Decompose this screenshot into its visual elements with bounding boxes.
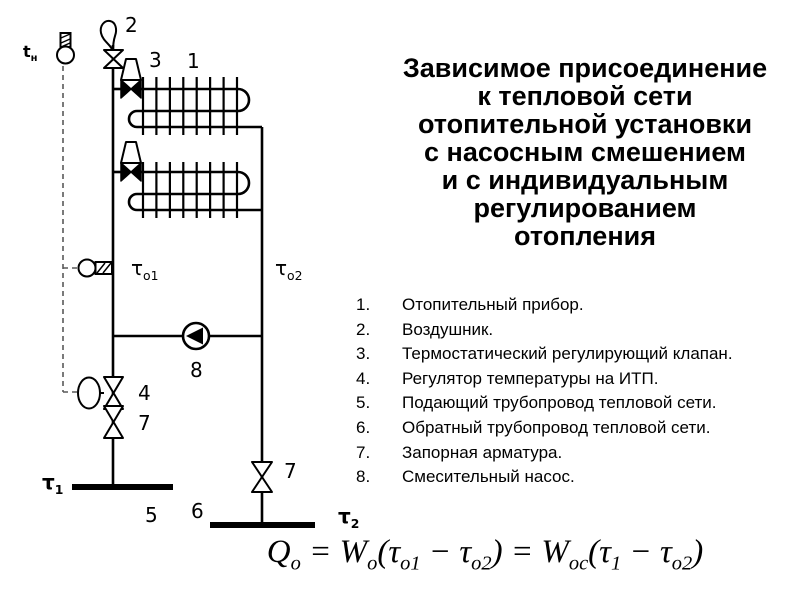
thermostatic-valve-1-icon — [120, 58, 142, 99]
pump-icon — [181, 321, 211, 351]
heating-scheme — [56, 19, 315, 528]
legend-item-text: Регулятор температуры на ИТП. — [402, 368, 659, 388]
legend-item: 3. Термостатический регулирующий клапан. — [356, 342, 800, 367]
legend-item-number: 6. — [356, 417, 371, 437]
legend-item-text: Обратный трубопровод тепловой сети. — [402, 417, 711, 437]
label-tau-o2: τo2 — [275, 256, 303, 283]
legend-item-text: Термостатический регулирующий клапан. — [402, 344, 733, 364]
label-7-supply: 7 — [138, 411, 151, 435]
temperature-regulator-valve-icon — [77, 376, 124, 410]
pipes — [111, 45, 264, 525]
control-impulse-line — [62, 66, 78, 393]
legend-item: 2. Воздушник. — [356, 318, 800, 343]
heat-balance-formula: Qo = Wo(τo1 − τo2) = Woc(τ1 − τo2) — [266, 534, 704, 575]
legend-list: 1. Отопительный прибор. 2. Воздушник. 3. Те… — [356, 293, 800, 490]
slide-title: Зависимое присоединение к тепловой сети … — [402, 53, 768, 251]
label-6: 6 — [191, 499, 204, 523]
label-t-outdoor: tн — [23, 42, 38, 65]
legend-item: 5. Подающий трубопровод тепловой сети. — [356, 391, 800, 416]
label-tau-1: τ1 — [42, 470, 64, 497]
label-5: 5 — [145, 503, 158, 527]
legend-item-text: Подающий трубопровод тепловой сети. — [402, 393, 717, 413]
legend-item-number: 4. — [356, 368, 371, 388]
shutoff-valve-return-icon — [251, 461, 273, 493]
label-3: 3 — [149, 48, 162, 72]
legend-item-text: Запорная арматура. — [402, 442, 563, 462]
legend-item-number: 2. — [356, 319, 371, 339]
legend-item-text: Воздушник. — [402, 319, 494, 339]
legend-item-number: 3. — [356, 344, 371, 364]
legend-item-number: 8. — [356, 467, 371, 487]
label-1: 1 — [187, 49, 200, 73]
legend-item: 4. Регулятор температуры на ИТП. — [356, 367, 800, 392]
supply-temperature-sensor-icon — [77, 258, 113, 278]
shutoff-valve-supply-icon — [103, 405, 124, 439]
legend-item-number: 1. — [356, 295, 371, 314]
radiator-2-coil — [127, 170, 262, 212]
label-8: 8 — [190, 358, 203, 382]
legend-item: 6. Обратный трубопровод тепловой сети. — [356, 416, 800, 441]
legend-item-text: Отопительный прибор. — [402, 295, 584, 314]
radiator-1-fins — [141, 77, 239, 135]
label-7-return: 7 — [284, 459, 297, 483]
legend-item-text: Смесительный насос. — [402, 467, 575, 487]
legend-item-number: 5. — [356, 393, 371, 413]
label-4: 4 — [138, 381, 151, 405]
thermostatic-valve-2-icon — [120, 141, 142, 182]
legend-item: 8. Смесительный насос. — [356, 465, 800, 490]
radiator-1-coil — [127, 87, 262, 129]
legend-item-number: 7. — [356, 442, 371, 462]
label-2: 2 — [125, 13, 138, 37]
legend-item: 1. Отопительный прибор. — [356, 293, 800, 318]
label-tau-o1: τo1 — [131, 256, 159, 283]
label-tau-2: τ2 — [338, 504, 360, 531]
air-vent-icon — [99, 19, 124, 69]
legend-item: 7. Запорная арматура. — [356, 441, 800, 466]
outdoor-temperature-sensor-icon — [56, 32, 75, 65]
radiator-2-fins — [141, 162, 239, 218]
